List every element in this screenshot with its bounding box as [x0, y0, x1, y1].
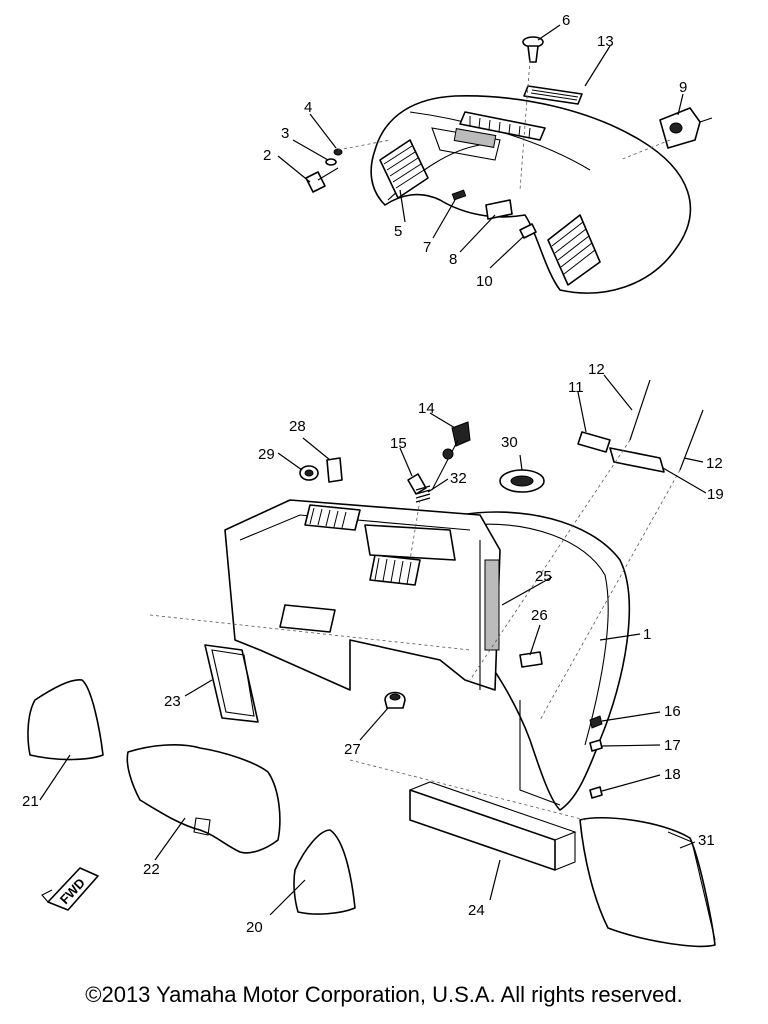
part-23-filter-pad [204, 644, 259, 723]
part-8-bracket [485, 199, 513, 220]
callout-11: 11 [568, 379, 584, 396]
part-3-washer [325, 158, 337, 166]
callout-24: 24 [468, 902, 485, 919]
callout-32: 32 [450, 470, 467, 487]
callout-3: 3 [281, 125, 289, 142]
callout-23: 23 [164, 693, 181, 710]
part-17-washer [589, 739, 603, 752]
callout-19: 19 [707, 486, 724, 503]
callout-20: 20 [246, 919, 263, 936]
part-9-switch [659, 107, 713, 149]
part-28-block [326, 457, 343, 483]
callout-17: 17 [664, 737, 681, 754]
part-31-panel [579, 816, 716, 948]
part-22-insulation-sheet [126, 744, 281, 854]
callout-29: 29 [258, 446, 275, 463]
callout-12: 12 [588, 361, 605, 378]
callout-30: 30 [501, 434, 518, 451]
callout-9: 9 [679, 79, 687, 96]
callout-10: 10 [476, 273, 493, 290]
callout-28: 28 [289, 418, 306, 435]
callout-13: 13 [597, 33, 614, 50]
callout-7: 7 [423, 239, 431, 256]
copyright-notice: ©2013 Yamaha Motor Corporation, U.S.A. A… [85, 982, 683, 1007]
part-11-bracket [577, 431, 611, 453]
part-16-clip [589, 715, 603, 729]
callout-26: 26 [531, 607, 548, 624]
callout-4: 4 [304, 99, 312, 116]
part-4-washer [333, 148, 343, 156]
callout-1: 1 [643, 626, 651, 643]
callout-8: 8 [449, 251, 457, 268]
callout-12-second: 12 [706, 455, 723, 472]
callout-25: 25 [535, 568, 552, 585]
part-6-fastener [522, 36, 544, 63]
callout-16: 16 [664, 703, 681, 720]
upper-hood-assembly [370, 95, 692, 294]
fwd-direction-indicator: FWD [41, 867, 99, 911]
callout-18: 18 [664, 766, 681, 783]
part-15-spring-clip [407, 473, 427, 495]
part-12-rod-upper [629, 379, 651, 441]
callout-14: 14 [418, 400, 435, 417]
callout-15: 15 [390, 435, 407, 452]
part-26-tab [519, 651, 543, 668]
callout-31: 31 [698, 832, 715, 849]
callout-22: 22 [143, 861, 160, 878]
part-19-plate [609, 447, 665, 473]
part-24-foam-strip [409, 789, 556, 871]
part-2-bolt [305, 167, 339, 193]
callout-2: 2 [263, 147, 271, 164]
part-27-grommet [384, 691, 406, 709]
part-21-foam-block [27, 679, 104, 761]
part-12-rod-lower [679, 409, 704, 471]
part-20-foam-block [293, 829, 356, 915]
callout-21: 21 [22, 793, 39, 810]
part-32-spring [415, 485, 431, 503]
part-10-screw [519, 223, 537, 239]
callout-6: 6 [562, 12, 570, 29]
part-5-hood-shell [370, 95, 692, 294]
part-7-clip [451, 189, 467, 201]
callout-labels: 1 2 3 4 5 6 7 8 9 10 11 12 13 14 15 16 1… [22, 12, 724, 936]
part-18-nut [589, 786, 603, 799]
callout-27: 27 [344, 741, 361, 758]
part-25-inner-panel [224, 499, 501, 691]
part-29-nut [299, 465, 319, 481]
callout-5: 5 [394, 223, 402, 240]
part-14-choke-knob [431, 421, 471, 491]
leader-lines [39, 24, 707, 916]
part-30-grommet [499, 469, 545, 493]
